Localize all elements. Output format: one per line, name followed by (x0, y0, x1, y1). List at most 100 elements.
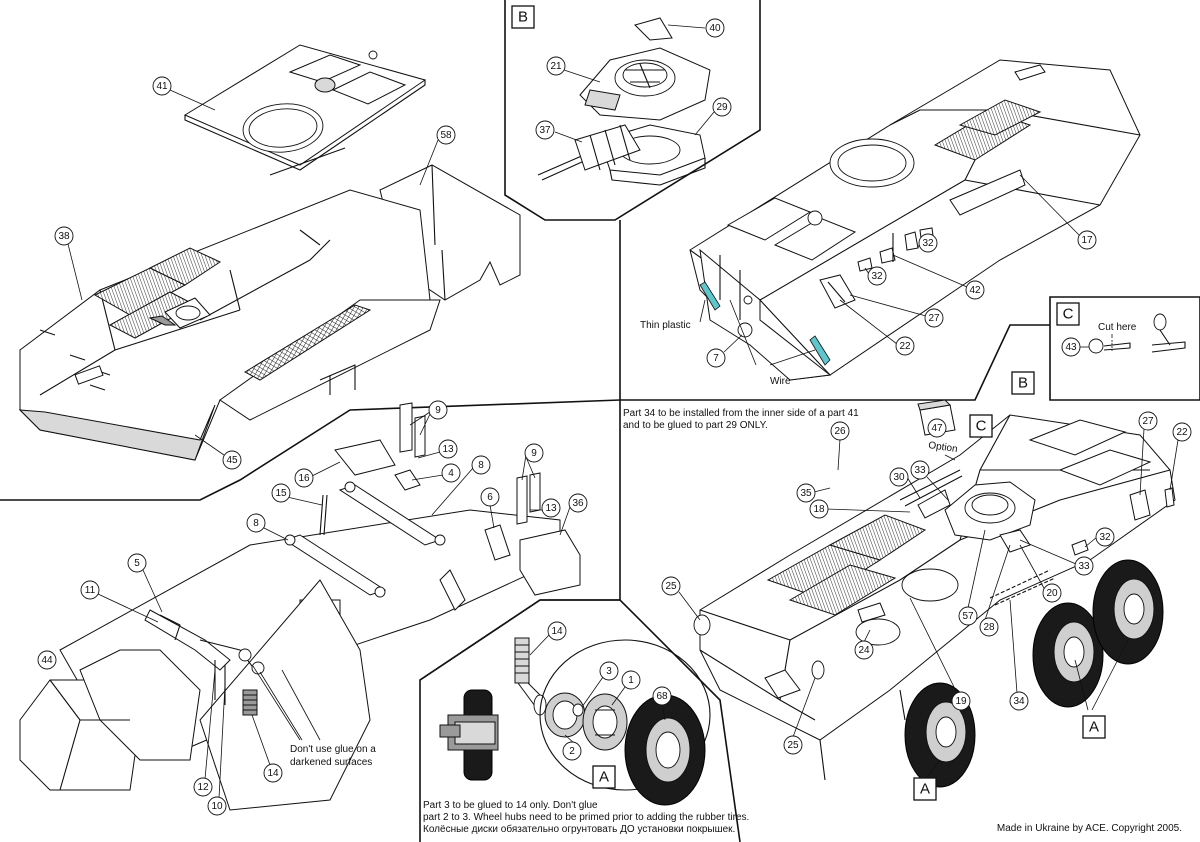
callout-circle (705, 18, 725, 38)
callout-45: 45 (222, 450, 242, 470)
callout-57: 57 (958, 606, 978, 626)
callout-circle (924, 308, 944, 328)
panel-label-a-vehicle-left: A (913, 777, 937, 801)
vehicle-b-label: B (1018, 375, 1028, 392)
callout-27: 27 (1138, 411, 1158, 431)
callout-33: 33 (1074, 556, 1094, 576)
callout-circle (541, 498, 561, 518)
callout-number: 15 (275, 488, 287, 499)
callout-25: 25 (783, 735, 803, 755)
callout-circle (706, 348, 726, 368)
callout-number: 28 (983, 622, 995, 633)
callout-circle (1077, 230, 1097, 250)
callout-number: 9 (531, 448, 537, 459)
callout-number: 2 (569, 746, 575, 757)
callout-number: 32 (922, 238, 934, 249)
hull-front-view (689, 59, 1141, 381)
callout-circle (830, 421, 850, 441)
callout-circle (207, 796, 227, 816)
complete-vehicle (693, 399, 1176, 788)
callout-number: 20 (1046, 588, 1058, 599)
callout-circle (621, 670, 641, 690)
callout-circle (441, 463, 461, 483)
callout-circle (562, 741, 582, 761)
callout-circle (271, 483, 291, 503)
callout-number: 47 (931, 423, 943, 434)
callout-circle (895, 336, 915, 356)
callout-27: 27 (924, 308, 944, 328)
callout-circle (1061, 337, 1081, 357)
callout-11: 11 (80, 580, 100, 600)
callout-circle (438, 439, 458, 459)
callout-1: 1 (621, 670, 641, 690)
vehicle-c-label: C (976, 418, 987, 435)
callout-22: 22 (895, 336, 915, 356)
callout-number: 58 (440, 130, 452, 141)
callout-circle (294, 468, 314, 488)
callout-32: 32 (867, 266, 887, 286)
callout-number: 27 (928, 313, 940, 324)
callout-13: 13 (541, 498, 561, 518)
wire-left (699, 281, 721, 311)
part34-note-line1: Part 34 to be installed from the inner s… (623, 408, 859, 419)
callout-38: 38 (54, 226, 74, 246)
callout-number: 18 (813, 504, 825, 515)
callout-16: 16 (294, 468, 314, 488)
callout-22: 22 (1172, 422, 1192, 442)
callout-circle (568, 493, 588, 513)
callout-30: 30 (889, 467, 909, 487)
callout-circle (854, 640, 874, 660)
callout-68: 68 (652, 686, 672, 706)
part-36-block (519, 529, 581, 596)
callout-33: 33 (910, 460, 930, 480)
callout-circle (796, 483, 816, 503)
callout-number: 8 (478, 460, 484, 471)
callout-number: 42 (969, 285, 981, 296)
wire-right (809, 335, 831, 366)
panel-label-b-vehicle: B (1011, 371, 1035, 395)
callout-34: 34 (1009, 691, 1029, 711)
callout-12: 12 (193, 777, 213, 797)
callout-14: 14 (547, 621, 567, 641)
callout-number: 41 (156, 81, 168, 92)
callout-circle (1074, 556, 1094, 576)
callout-number: 1 (628, 675, 634, 686)
panel-b-label: B (518, 9, 528, 26)
callout-circle (480, 487, 500, 507)
callout-32: 32 (918, 233, 938, 253)
callout-58: 58 (436, 125, 456, 145)
panel-a-label: A (599, 769, 609, 786)
callout-20: 20 (1042, 583, 1062, 603)
callout-2: 2 (562, 741, 582, 761)
copyright-text: Made in Ukraine by ACE. Copyright 2005. (997, 823, 1182, 834)
callout-number: 24 (858, 645, 870, 656)
callout-7: 7 (706, 348, 726, 368)
callout-circle (910, 460, 930, 480)
callout-circle (1042, 583, 1062, 603)
callout-10: 10 (207, 796, 227, 816)
callout-number: 25 (665, 581, 677, 592)
callout-number: 6 (487, 492, 493, 503)
callout-8: 8 (246, 513, 266, 533)
wheel-note-line1: Part 3 to be glued to 14 only. Don't glu… (423, 800, 598, 811)
callout-number: 22 (1176, 427, 1188, 438)
callout-number: 16 (298, 473, 310, 484)
cut-here-note: Cut here (1098, 322, 1137, 333)
callout-circle (471, 455, 491, 475)
callout-circle (193, 777, 213, 797)
callout-number: 9 (435, 405, 441, 416)
callout-number: 33 (914, 465, 926, 476)
callout-circle (965, 280, 985, 300)
callout-circle (1009, 691, 1029, 711)
callout-number: 45 (226, 455, 238, 466)
callout-number: 14 (267, 768, 279, 779)
callout-circle (37, 650, 57, 670)
upper-hull-assembly (18, 44, 521, 461)
callout-18: 18 (809, 499, 829, 519)
callout-number: 30 (893, 472, 905, 483)
callout-circle (1095, 527, 1115, 547)
callout-number: 3 (606, 666, 612, 677)
lower-hull-assembly (19, 402, 581, 811)
leader-lines (67, 24, 1179, 799)
